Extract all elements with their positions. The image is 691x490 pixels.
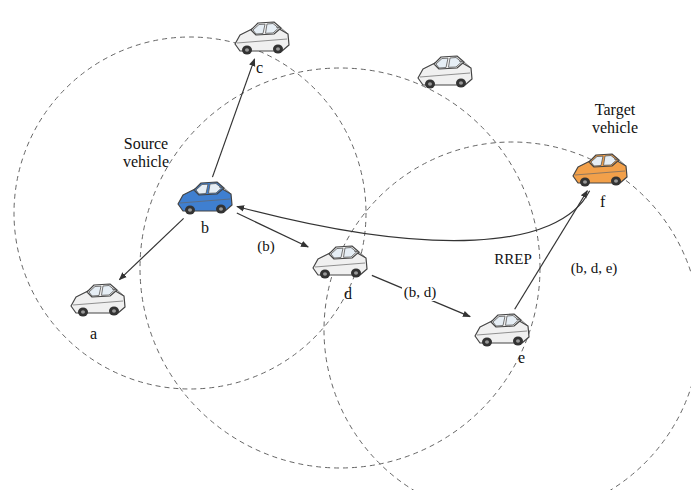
message-arrow: [119, 218, 183, 279]
vehicle-node: c: [232, 19, 292, 57]
message-arrow: [237, 191, 590, 241]
vehicle-id-label: a: [90, 325, 97, 343]
range-circles: [14, 37, 691, 490]
edge-label: (b): [255, 238, 277, 255]
edge-label: (b, d, e): [569, 260, 620, 277]
edge-label: (b, d): [402, 284, 439, 301]
vehicle-node: Source vehicleb: [175, 179, 235, 217]
vehicle-node: d: [310, 243, 370, 281]
vehicle-id-label: d: [344, 285, 352, 303]
vehicle-id-label: c: [256, 59, 263, 77]
vehicle-node: Target vehiclef: [570, 151, 630, 189]
vehicle-node: a: [68, 281, 128, 319]
vehicle-id-label: f: [600, 193, 605, 211]
vehicle-id-label: e: [518, 349, 525, 367]
edge-label: RREP: [492, 251, 534, 268]
vehicle-id-label: b: [201, 219, 209, 237]
vehicle-role-label: Source vehicle: [115, 135, 177, 171]
vehicle-role-label: Target vehicle: [584, 101, 646, 137]
message-arrow: [212, 59, 254, 177]
message-arrow: [372, 275, 470, 316]
vehicle-node: e: [472, 311, 532, 349]
